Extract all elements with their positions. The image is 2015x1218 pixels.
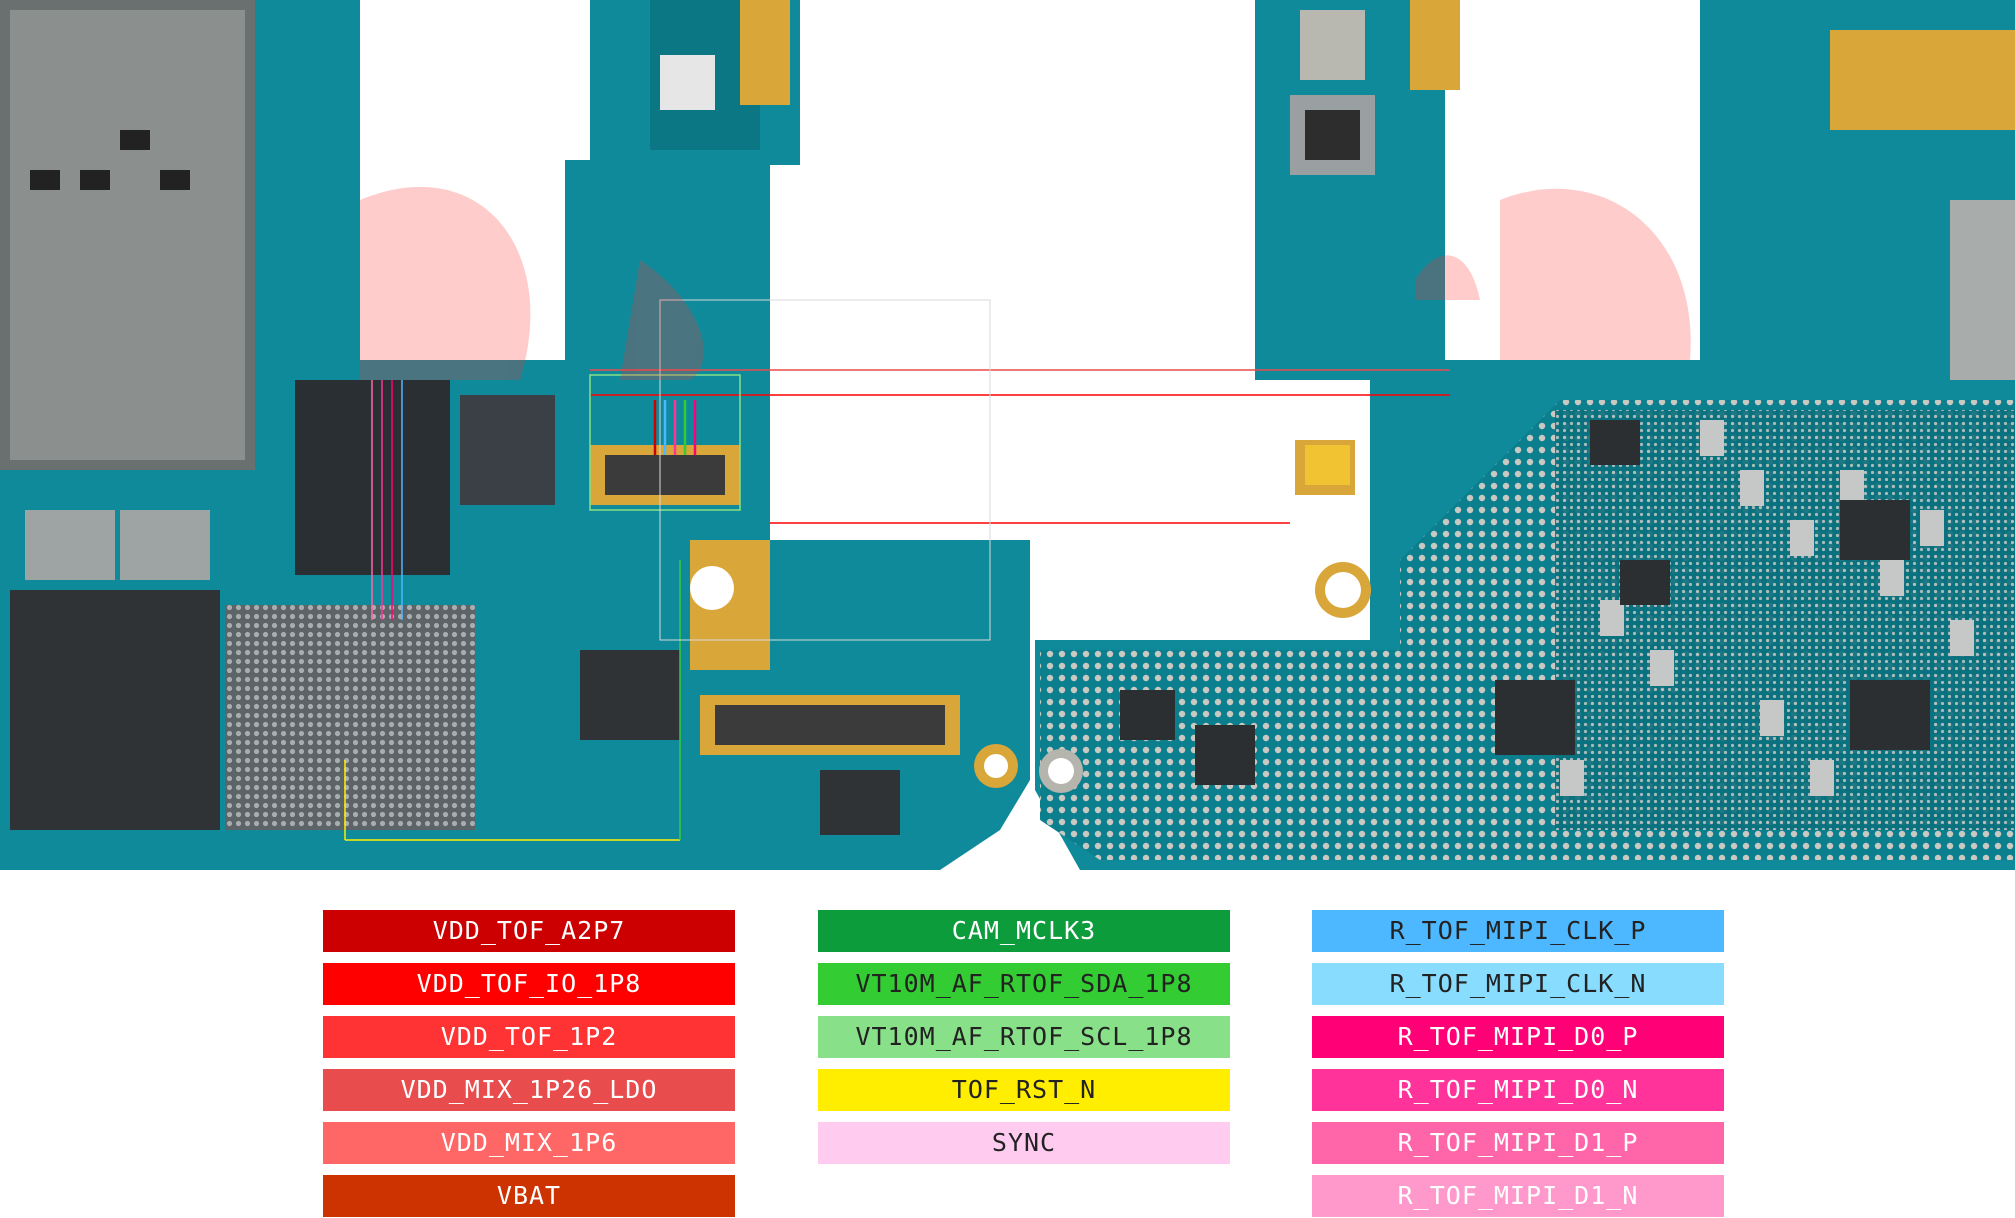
- legend-item: SYNC: [818, 1122, 1230, 1164]
- legend-item: VDD_TOF_A2P7: [323, 910, 735, 952]
- legend-label: R_TOF_MIPI_CLK_P: [1389, 916, 1647, 945]
- legend-label: VT10M_AF_RTOF_SCL_1P8: [855, 1022, 1193, 1051]
- left-board: [0, 0, 1030, 870]
- legend-item: R_TOF_MIPI_D1_N: [1312, 1175, 1724, 1217]
- legend-label: VBAT: [496, 1181, 562, 1210]
- legend-item: R_TOF_MIPI_D1_P: [1312, 1122, 1724, 1164]
- legend-label: VDD_TOF_A2P7: [432, 916, 626, 945]
- legend-item: CAM_MCLK3: [818, 910, 1230, 952]
- legend-item: TOF_RST_N: [818, 1069, 1230, 1111]
- legend-item: VBAT: [323, 1175, 735, 1217]
- legend-label: R_TOF_MIPI_D0_N: [1397, 1075, 1639, 1104]
- legend-label: R_TOF_MIPI_D1_N: [1397, 1181, 1639, 1210]
- right-board: [1035, 0, 2015, 870]
- legend-item: R_TOF_MIPI_D0_P: [1312, 1016, 1724, 1058]
- legend-label: CAM_MCLK3: [951, 916, 1097, 945]
- tof-signal-traces: [344, 299, 1450, 841]
- legend-label: VDD_MIX_1P26_LDO: [400, 1075, 658, 1104]
- legend-item: VDD_TOF_1P2: [323, 1016, 735, 1058]
- legend-label: TOF_RST_N: [951, 1075, 1097, 1104]
- signal-legend: VDD_TOF_A2P7 VDD_TOF_IO_1P8 VDD_TOF_1P2 …: [0, 878, 2015, 1218]
- legend-label: R_TOF_MIPI_D0_P: [1397, 1022, 1639, 1051]
- watermark-logo: [360, 186, 1691, 380]
- legend-label: SYNC: [991, 1128, 1057, 1157]
- legend-item: VDD_MIX_1P6: [323, 1122, 735, 1164]
- legend-label: VDD_TOF_IO_1P8: [416, 969, 642, 998]
- legend-label: R_TOF_MIPI_D1_P: [1397, 1128, 1639, 1157]
- legend-item: R_TOF_MIPI_D0_N: [1312, 1069, 1724, 1111]
- legend-item: VT10M_AF_RTOF_SDA_1P8: [818, 963, 1230, 1005]
- legend-label: R_TOF_MIPI_CLK_N: [1389, 969, 1647, 998]
- legend-item: VDD_MIX_1P26_LDO: [323, 1069, 735, 1111]
- legend-item: VDD_TOF_IO_1P8: [323, 963, 735, 1005]
- legend-item: VT10M_AF_RTOF_SCL_1P8: [818, 1016, 1230, 1058]
- legend-item: R_TOF_MIPI_CLK_N: [1312, 963, 1724, 1005]
- legend-label: VDD_TOF_1P2: [440, 1022, 618, 1051]
- legend-label: VT10M_AF_RTOF_SDA_1P8: [855, 969, 1193, 998]
- legend-item: R_TOF_MIPI_CLK_P: [1312, 910, 1724, 952]
- pcb-board-image: [0, 0, 2015, 870]
- legend-label: VDD_MIX_1P6: [440, 1128, 618, 1157]
